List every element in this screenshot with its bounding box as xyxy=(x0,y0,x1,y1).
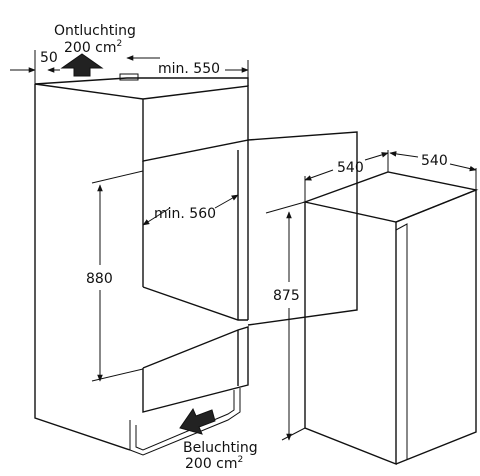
dim-875: 875 xyxy=(265,201,306,441)
dim-540-depth-label: 540 xyxy=(337,160,364,176)
dim-50-label: 50 xyxy=(40,50,58,66)
dim-880: 880 xyxy=(86,170,144,382)
bottom-vent-area: 200 cm2 xyxy=(185,455,243,472)
dim-50: 50 xyxy=(10,50,60,84)
fridge-unit xyxy=(302,171,479,466)
bottom-vent-title: Beluchting xyxy=(183,440,258,456)
dim-min560: min. 560 xyxy=(142,194,239,226)
dim-540-depth: 540 xyxy=(304,150,389,202)
ventilation-top: Ontluchting 200 cm2 xyxy=(54,23,136,77)
dim-540-width: 540 xyxy=(389,151,477,190)
airflow-out-arrow-icon xyxy=(60,53,104,77)
cabinet-niche xyxy=(34,73,249,456)
dim-min550: min. 550 xyxy=(126,55,249,86)
dim-min550-label: min. 550 xyxy=(158,61,220,77)
airflow-in-arrow-icon xyxy=(179,407,216,435)
dim-min560-label: min. 560 xyxy=(154,206,216,222)
top-vent-title: Ontluchting xyxy=(54,23,136,39)
ventilation-bottom: Beluchting 200 cm2 xyxy=(179,407,258,472)
dim-880-label: 880 xyxy=(86,271,113,287)
back-panel xyxy=(247,131,358,326)
dim-540-width-label: 540 xyxy=(421,153,448,169)
dim-875-label: 875 xyxy=(273,288,300,304)
top-vent-area: 200 cm2 xyxy=(64,39,122,56)
